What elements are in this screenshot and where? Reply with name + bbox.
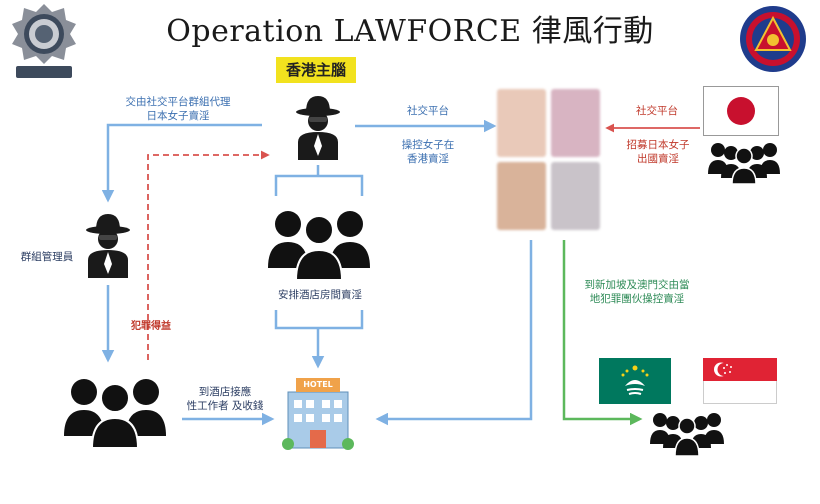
hotel-sign: HOTEL: [303, 380, 333, 389]
social-platform-label-1: 社交平台: [407, 105, 449, 117]
page-title: Operation LAWFORCE 律風行動: [166, 14, 654, 49]
team-icon-left: [62, 374, 168, 449]
to-sg-macau-label: 到新加坡及澳門交由當 地犯罪團伙操控賣淫: [584, 279, 690, 305]
mastermind-label: 香港主腦: [276, 57, 356, 83]
team-icon: [266, 206, 372, 281]
crime-proceeds-label: 犯罪得益: [131, 321, 171, 332]
group-admin-label: 群組管理員: [20, 251, 74, 263]
singapore-flag-icon: [703, 358, 777, 404]
macau-flag-icon: [599, 358, 671, 404]
mastermind-icon: [294, 94, 342, 160]
gang-icon-top: [706, 140, 782, 185]
recruit-japan-label: 招募日本女子 出國賣淫: [626, 139, 690, 165]
delegate-label: 交由社交平台群組代理 日本女子賣淫: [125, 96, 231, 122]
customs-badge-icon: [738, 4, 808, 74]
blurred-photos: [497, 89, 601, 231]
admin-icon: [84, 212, 132, 278]
social-platform-label-2: 社交平台: [636, 105, 678, 117]
japan-flag-icon: [703, 86, 779, 136]
gang-icon-bottom: [648, 410, 726, 457]
hotel-icon: HOTEL: [282, 374, 354, 450]
control-hk-label: 操控女子在 香港賣淫: [401, 139, 455, 165]
receive-workers-label: 到酒店接應 性工作者 及收錢: [186, 386, 264, 412]
arrange-hotel-label: 安排酒店房間賣淫: [278, 289, 362, 301]
police-badge-icon: [8, 2, 80, 82]
